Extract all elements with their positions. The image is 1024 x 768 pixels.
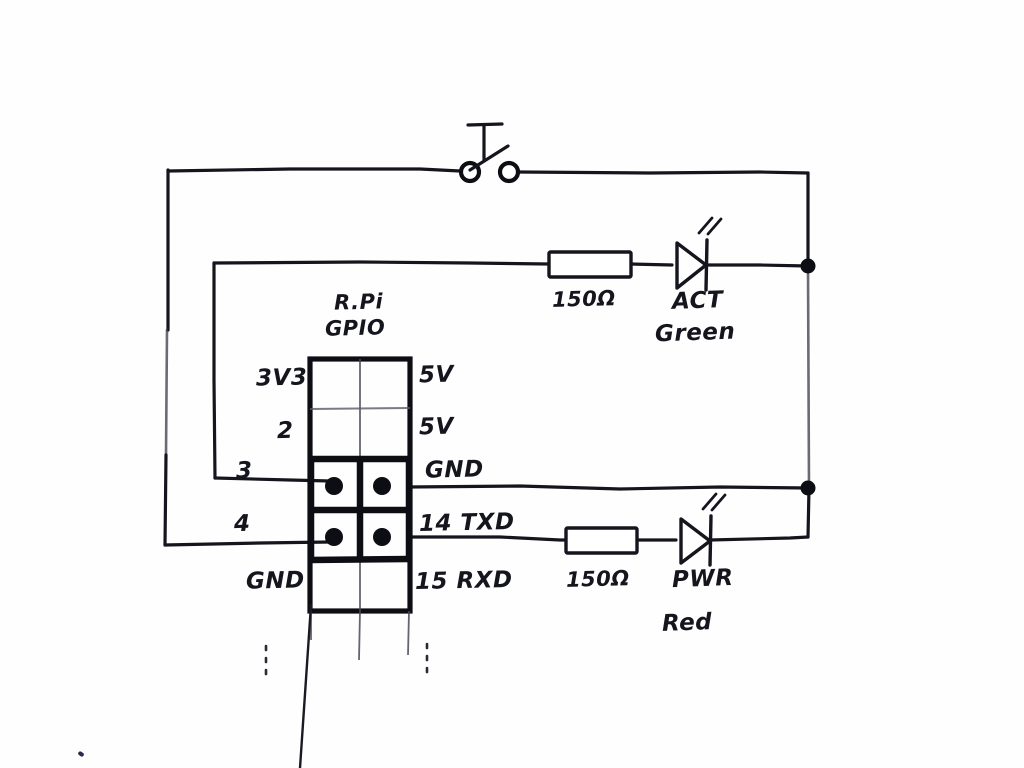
gpio-left-label-4: 4: [233, 510, 251, 538]
wire-outer-left-mid: [164, 328, 169, 457]
wire-pwr-led-to-rail: [708, 535, 810, 542]
resistor-bottom-label: 150Ω: [565, 566, 630, 592]
led-act-triangle: [675, 241, 708, 290]
gpio-continuation-center-column: [358, 610, 361, 661]
junction-dot-top: [800, 258, 816, 274]
wire-txd-to-resistor: [406, 535, 568, 542]
led-pwr-triangle: [679, 517, 712, 565]
led-pwr-label-name: PWR: [671, 564, 734, 594]
header-title-line2: GPIO: [324, 315, 386, 341]
gpio-pin-dot-14-txd[interactable]: [373, 528, 391, 546]
wire-act-led-to-rail: [704, 263, 810, 268]
led-pwr-ray-2: [710, 493, 727, 512]
led-act-cathode-bar: [704, 238, 709, 292]
wire-right-rail-lower: [806, 486, 811, 539]
gpio-left-label-3: 3: [235, 457, 253, 485]
wire-outer-left-bottom: [163, 453, 168, 547]
gpio-row-divider-4: [309, 555, 411, 564]
header-title-line1: R.Pi: [333, 289, 384, 315]
gpio-row-divider-1: [309, 407, 411, 410]
gpio-right-label-gnd: GND: [424, 456, 485, 484]
junction-dot-bottom: [800, 480, 816, 496]
gpio-right-label-5v-1: 5V: [418, 361, 455, 389]
switch-terminal-right[interactable]: [497, 160, 521, 184]
gpio-left-label-gnd: GND: [245, 567, 306, 595]
gpio-right-label-15-rxd: 15 RXD: [414, 566, 513, 596]
led-act-ray-1: [697, 216, 714, 235]
led-act-label-name: ACT: [671, 287, 724, 315]
resistor-top-label: 150Ω: [551, 286, 616, 312]
wire-act-res-to-led: [629, 262, 674, 267]
resistor-top-body: [547, 250, 633, 279]
gpio-pin-dot-4[interactable]: [325, 528, 343, 546]
resistor-bottom-body: [564, 526, 639, 555]
led-pwr-label-color: Red: [661, 609, 713, 637]
led-act-label-color: Green: [654, 318, 736, 348]
gpio-pin-dot-3[interactable]: [325, 477, 343, 495]
led-pwr-cathode-bar: [708, 514, 713, 567]
gpio-right-label-5v-2: 5V: [418, 413, 455, 441]
led-act-ray-2: [706, 217, 723, 236]
gpio-right-label-14-txd: 14 TXD: [418, 509, 515, 537]
wire-gnd-return: [406, 484, 810, 491]
gpio-continuation-right-column: [407, 610, 410, 656]
gpio-left-label-2: 2: [276, 417, 294, 445]
wire-bottom-left-to-pin4: [163, 540, 332, 547]
switch-actuator-cap[interactable]: [466, 122, 504, 127]
wire-top-to-switch: [166, 167, 462, 173]
led-pwr-ray-1: [701, 492, 718, 511]
wire-switch-to-right-rail: [517, 170, 810, 175]
wire-header-diagonal-lead: [298, 603, 313, 768]
wire-inner-left-vertical: [212, 261, 217, 480]
wire-right-rail-middle: [806, 264, 811, 490]
wire-pin3-to-inner-left: [213, 476, 332, 483]
gpio-left-label-3v3: 3V3: [255, 364, 308, 392]
switch-lever[interactable]: [468, 144, 510, 172]
wire-act-horizontal-left: [212, 260, 550, 266]
gpio-pin-dot-gnd[interactable]: [373, 477, 391, 495]
